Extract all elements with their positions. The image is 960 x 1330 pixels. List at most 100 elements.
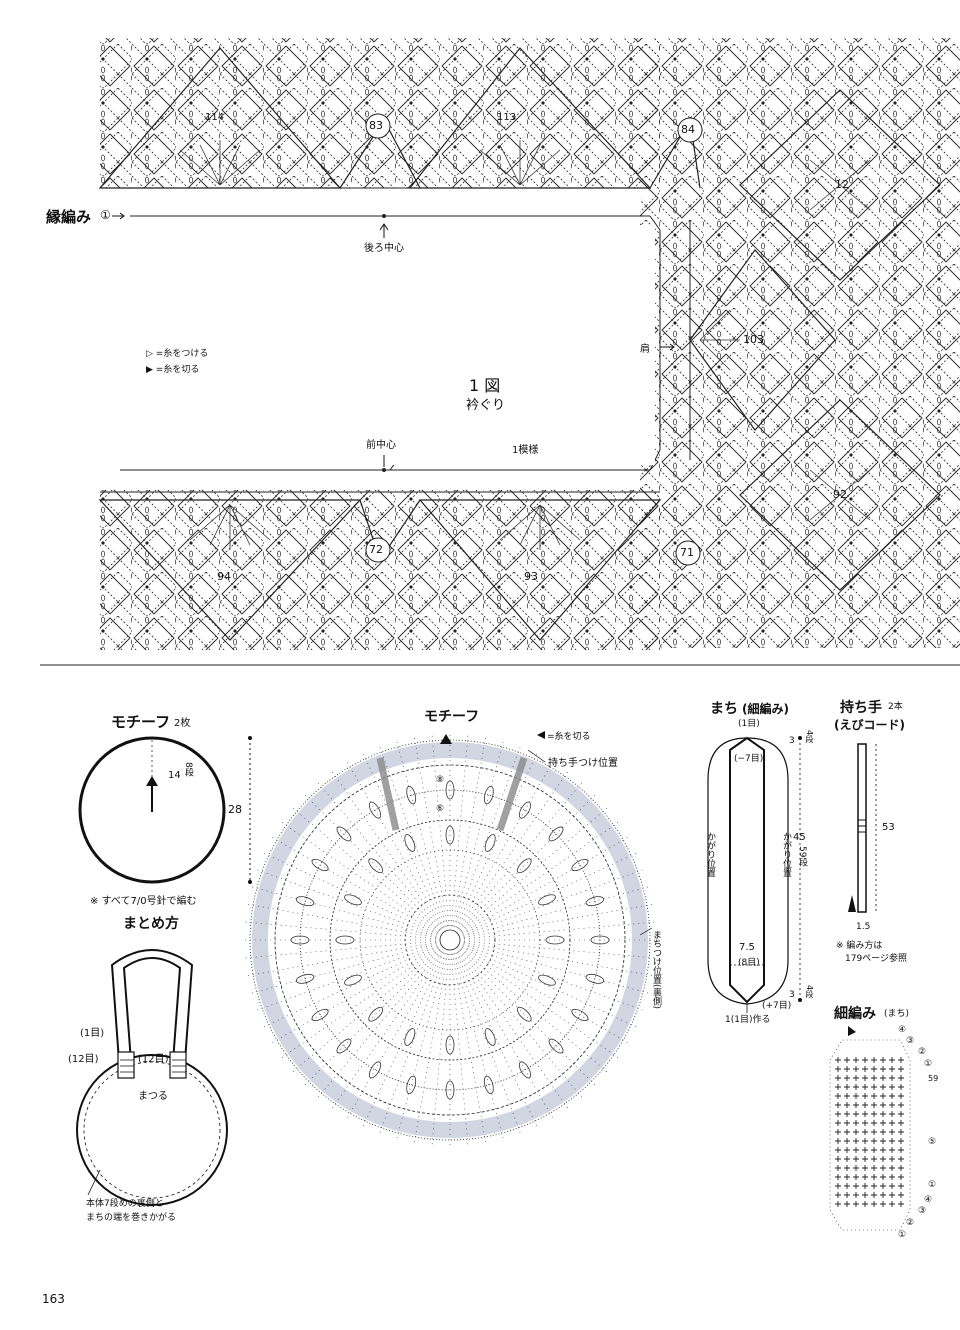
stitch-spoke (431, 953, 450, 1145)
handle-position-label: 持ち手つけ位置 (548, 758, 618, 769)
assembly-note1: 本体7段めの裏側と (86, 1199, 164, 1209)
sc-stitch (853, 1138, 859, 1144)
sc-stitch (853, 1183, 859, 1189)
edge-round: ① (100, 208, 111, 222)
motif-num: 103 (743, 333, 764, 346)
sc-stitch (853, 1174, 859, 1180)
stitch-spoke (455, 754, 537, 928)
sc-stitch (862, 1165, 868, 1171)
back-center-label: 後ろ中心 (364, 243, 404, 254)
sc-stitch (880, 1138, 886, 1144)
sc-stitch (871, 1111, 877, 1117)
sc-stitch (853, 1147, 859, 1153)
puff-stitch (548, 1038, 564, 1054)
sc-title: 細編み (834, 1006, 876, 1022)
stitch-spoke (332, 771, 443, 929)
sc-stitch (898, 1156, 904, 1162)
sc-stitch (871, 1093, 877, 1099)
figure-number: 1 図 (469, 376, 501, 395)
sc-row-label: 59 (928, 1074, 939, 1083)
motif-num: 113 (497, 112, 517, 123)
sc-stitch (844, 1093, 850, 1099)
stitch-spoke (450, 953, 469, 1145)
sc-stitch (844, 1138, 850, 1144)
stitch-spoke (463, 944, 643, 1011)
round-6-label: ⑥ (436, 804, 445, 814)
sc-stitch (862, 1102, 868, 1108)
motif-title: モチーフ (111, 713, 171, 731)
assembly-row12-right: (12目) (138, 1054, 169, 1065)
sc-stitch (889, 1129, 895, 1135)
gusset-sew-right: かがり位置 (781, 832, 791, 877)
gusset-top-count: (1目) (738, 719, 760, 729)
stitch-spoke (431, 735, 450, 927)
gusset-decrease: (−7目) (734, 754, 764, 764)
puff-stitch (483, 1075, 494, 1095)
gusset-rows3-bottom: 3 (789, 990, 795, 1000)
puff-stitch (368, 801, 382, 819)
motif-num: 84 (681, 123, 695, 136)
sc-stitch (880, 1156, 886, 1162)
sc-stitch (844, 1147, 850, 1153)
sc-stitch (871, 1174, 877, 1180)
sc-stitch (862, 1138, 868, 1144)
sc-stitch (889, 1183, 895, 1189)
sc-row-label: ④ (898, 1025, 907, 1035)
stitch-spoke (379, 953, 446, 1133)
stitch-spoke (450, 735, 469, 927)
sc-stitch (880, 1192, 886, 1198)
puff-stitch (516, 858, 532, 874)
motif-num: 72 (369, 543, 383, 556)
motif-num: 92 (833, 488, 847, 501)
motif-height: 28 (228, 803, 242, 816)
puff-stitch (295, 973, 315, 984)
stitch-spoke (463, 942, 652, 976)
sc-stitch (853, 1093, 859, 1099)
puff-stitch (585, 896, 605, 907)
assembly-row12-left: (12目) (68, 1054, 99, 1065)
stitch-spoke (458, 782, 583, 930)
sc-stitch (844, 1174, 850, 1180)
stitch-spoke (245, 921, 437, 940)
sc-stitch (889, 1138, 895, 1144)
sc-stitch (835, 1120, 841, 1126)
puff-stitch (483, 785, 494, 805)
sc-stitch (853, 1120, 859, 1126)
single-crochet-chart (829, 1026, 911, 1231)
motif-size-diagram (78, 736, 252, 884)
sc-stitch (862, 1120, 868, 1126)
sc-stitch (835, 1057, 841, 1063)
sc-stitch (880, 1057, 886, 1063)
sc-stitch (898, 1066, 904, 1072)
sc-stitch (898, 1102, 904, 1108)
gusset-position-label: まちつけ位置(裏側) (651, 930, 661, 1010)
sc-stitch (853, 1165, 859, 1171)
puff-stitch (311, 1008, 329, 1022)
sc-stitch (862, 1147, 868, 1153)
assembly-diagram (76, 949, 228, 1206)
puff-stitch (484, 834, 496, 852)
gusset-rows4: 4段 (805, 730, 814, 744)
stitch-spoke (257, 869, 437, 936)
sc-row-label: ① (898, 1230, 907, 1240)
stitch-spoke (461, 947, 619, 1058)
sc-stitch (889, 1156, 895, 1162)
motif-num: 114 (205, 112, 225, 123)
stitch-spoke (264, 945, 438, 1027)
sc-stitch (880, 1174, 886, 1180)
sc-stitch (871, 1165, 877, 1171)
sc-stitch (898, 1111, 904, 1117)
sc-row-label: ① (924, 1059, 933, 1069)
stitch-spoke (281, 947, 439, 1058)
stitch-spoke (456, 951, 553, 1118)
assembly-note2: まちの端を巻きかがる (86, 1213, 177, 1223)
stitch-spoke (457, 951, 568, 1109)
gusset-rows4-bottom: 4段 (805, 985, 814, 999)
gusset-shape (707, 736, 802, 1013)
edge-label: 縁編み (46, 208, 92, 226)
sc-stitch (889, 1075, 895, 1081)
puff-stitch (368, 1006, 384, 1022)
sc-stitch (898, 1192, 904, 1198)
sc-stitch (862, 1174, 868, 1180)
sc-stitch (880, 1066, 886, 1072)
